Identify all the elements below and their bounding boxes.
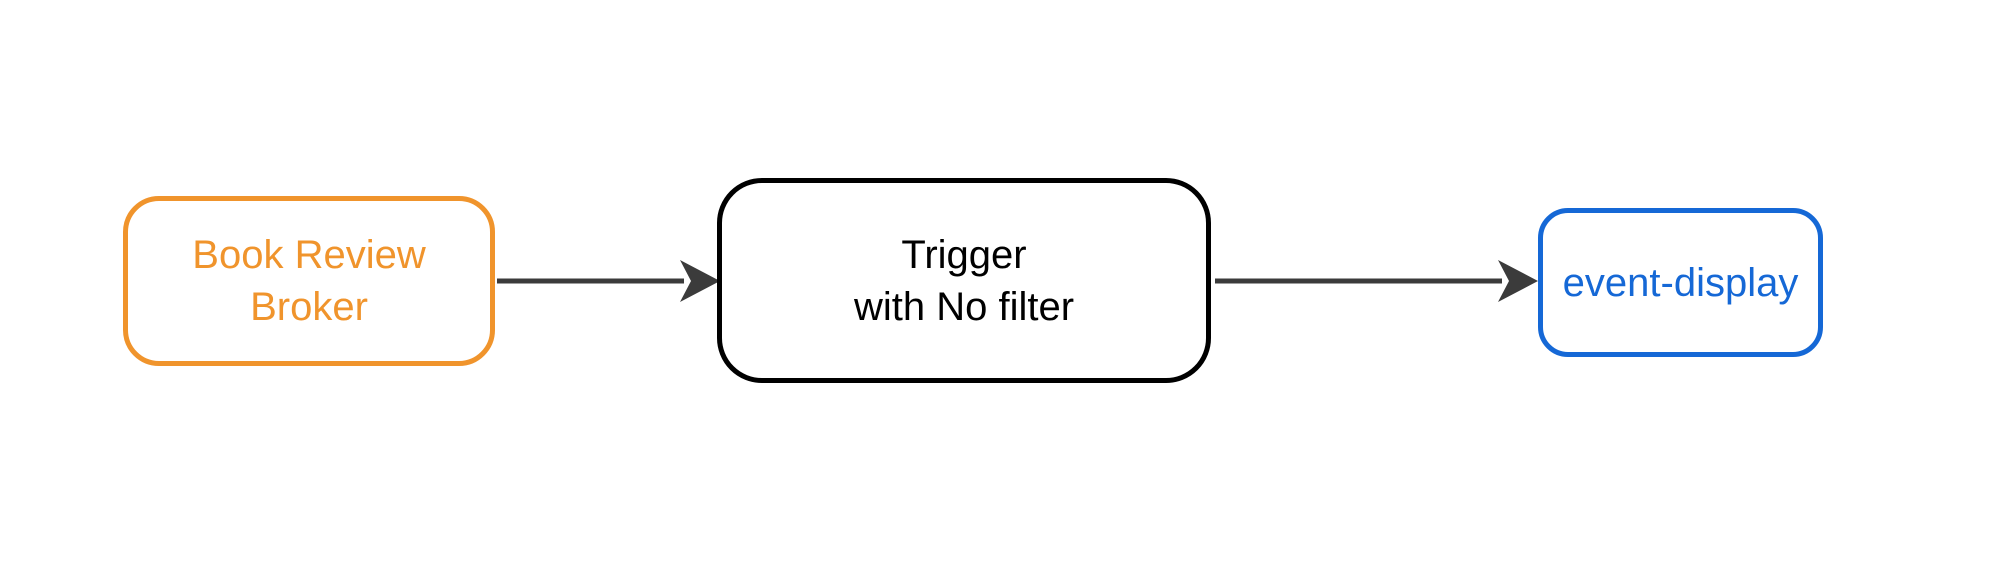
node-event-display-label: event-display bbox=[1562, 260, 1799, 305]
edge-broker-to-trigger bbox=[494, 255, 720, 307]
node-book-review-broker-label: Book Review Broker bbox=[192, 233, 426, 329]
node-event-display: event-display bbox=[1538, 208, 1823, 357]
arrow-right-icon bbox=[1215, 260, 1538, 302]
edge-trigger-to-event-display bbox=[1212, 255, 1538, 307]
node-trigger-no-filter: Trigger with No filter bbox=[717, 178, 1211, 383]
node-trigger-no-filter-label: Trigger with No filter bbox=[853, 232, 1075, 329]
node-book-review-broker: Book Review Broker bbox=[123, 196, 495, 366]
arrow-right-icon bbox=[497, 260, 720, 302]
